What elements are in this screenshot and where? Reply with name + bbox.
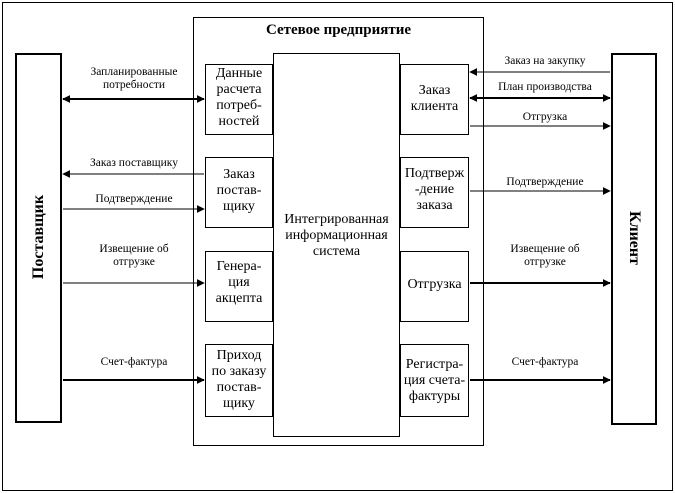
box-line: постав- xyxy=(216,380,262,396)
box-line: Подтверж xyxy=(404,166,465,181)
box-line: по заказу xyxy=(211,364,267,380)
box-line: Заказ xyxy=(223,167,255,182)
box-line: щику xyxy=(223,396,255,412)
label-production-plan: План производства xyxy=(478,81,612,94)
arrow-line: Извещение об xyxy=(510,243,580,255)
arrow-line: Запланированные xyxy=(90,66,178,78)
right-box-3 xyxy=(400,251,469,322)
box-line: потреб- xyxy=(216,98,262,114)
supplier-label: Поставщик xyxy=(30,194,47,280)
label-confirmation-left: Подтверждение xyxy=(64,193,204,206)
box-line: Приход xyxy=(216,348,262,363)
label-shipment-top: Отгрузка xyxy=(478,111,612,124)
box-line: ция xyxy=(228,275,250,291)
central-system-text: Интегрированная информационная система xyxy=(274,212,399,260)
label-planned-needs: Запланированные потребности xyxy=(64,66,204,92)
arrow-line: Подтверждение xyxy=(95,193,173,205)
right-box-2-text: Подтверж -дение заказа xyxy=(401,166,468,214)
central-system-box xyxy=(273,53,400,437)
box-line: Данные xyxy=(215,66,263,81)
right-box-1-text: Заказ клиента xyxy=(401,83,468,115)
box-line: ция счета- xyxy=(403,373,466,389)
arrow-line: Заказ на закупку xyxy=(504,55,586,67)
arrow-line: Отгрузка xyxy=(522,111,568,123)
label-supplier-order: Заказ поставщику xyxy=(64,157,204,170)
label-shipping-notice-left: Извещение об отгрузке xyxy=(64,243,204,269)
box-line: -дение xyxy=(414,182,455,198)
central-line: система xyxy=(312,244,361,260)
box-line: акцепта xyxy=(215,291,263,307)
label-confirmation-right: Подтверждение xyxy=(478,176,612,189)
box-line: клиента xyxy=(410,99,459,115)
label-invoice-right: Счет-фактура xyxy=(478,356,612,369)
left-box-1 xyxy=(205,64,273,135)
enterprise-frame xyxy=(193,17,484,446)
client-label: Клиент xyxy=(626,211,643,265)
right-box-4 xyxy=(400,344,469,417)
left-box-1-text: Данные расчета потреб- ностей xyxy=(206,66,272,130)
arrow-line: План производства xyxy=(498,81,592,93)
central-line: Интегрированная xyxy=(284,212,389,227)
arrow-line: Извещение об xyxy=(99,243,169,255)
label-invoice-left: Счет-фактура xyxy=(64,356,204,369)
box-line: фактуры xyxy=(408,389,461,405)
arrow-line: отгрузке xyxy=(524,256,566,269)
left-box-4 xyxy=(205,344,273,417)
left-box-3-text: Генера- ция акцепта xyxy=(206,259,272,307)
arrow-line: потребности xyxy=(102,79,166,92)
enterprise-title: Сетевое предприятие xyxy=(265,22,412,38)
right-box-2 xyxy=(400,157,469,228)
box-line: расчета xyxy=(216,82,262,98)
left-box-4-text: Приход по заказу постав- щику xyxy=(206,348,272,412)
central-line: информационная xyxy=(285,228,388,244)
box-line: постав- xyxy=(216,183,262,199)
label-purchase-order: Заказ на закупку xyxy=(478,55,612,68)
box-line: заказа xyxy=(416,198,453,214)
right-box-3-text: Отгрузка xyxy=(401,277,468,293)
box-line: Регистра- xyxy=(405,357,464,372)
left-box-2 xyxy=(205,157,273,228)
box-line: ностей xyxy=(218,114,260,130)
left-box-3 xyxy=(205,251,273,322)
right-box-4-text: Регистра- ция счета- фактуры xyxy=(401,357,468,405)
box-line: щику xyxy=(223,199,255,215)
right-box-1 xyxy=(400,64,469,135)
supplier-bar xyxy=(15,53,62,423)
box-line: Отгрузка xyxy=(407,277,462,292)
arrow-line: Счет-фактура xyxy=(100,356,168,368)
arrow-line: отгрузке xyxy=(113,256,155,269)
arrow-line: Подтверждение xyxy=(506,176,584,188)
box-line: Генера- xyxy=(216,259,262,274)
arrow-line: Счет-фактура xyxy=(511,356,579,368)
box-line: Заказ xyxy=(418,83,451,98)
left-box-2-text: Заказ постав- щику xyxy=(206,167,272,215)
client-bar xyxy=(611,53,657,425)
arrow-line: Заказ поставщику xyxy=(90,157,178,169)
label-shipping-notice-right: Извещение об отгрузке xyxy=(478,243,612,269)
